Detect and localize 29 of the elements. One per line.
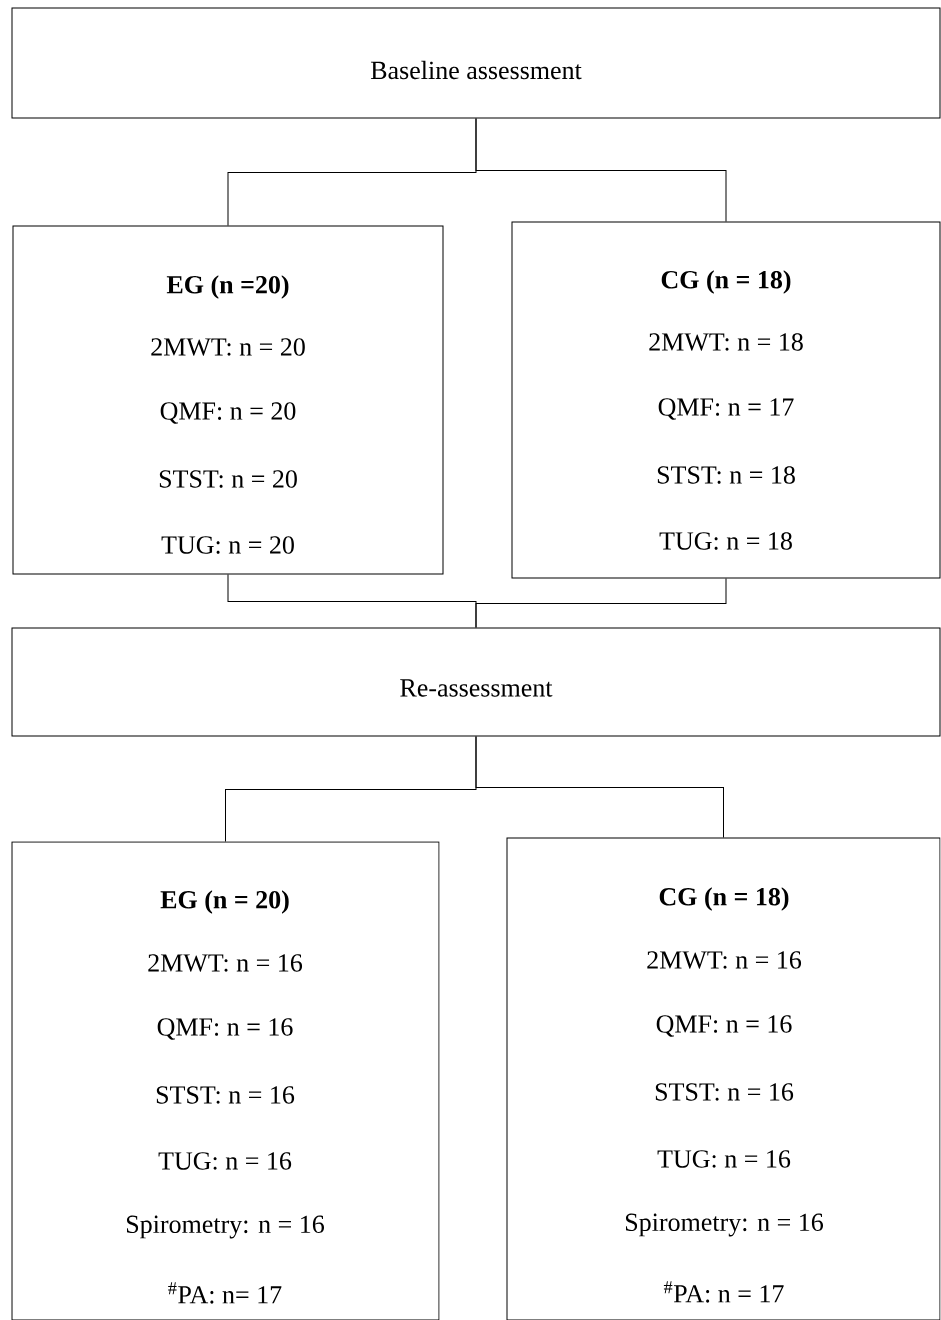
measure-count: QMF: n = 20 (160, 402, 296, 424)
connector-line (475, 118, 727, 222)
measure-count: STST: n = 20 (159, 470, 297, 488)
group-heading: CG (n = 18) (661, 270, 791, 294)
measure-count: Spirometry: n = 16 (126, 1215, 324, 1239)
group-heading: EG (n =20) (166, 275, 289, 299)
measure-count: 2MWT: n = 16 (148, 954, 303, 972)
measure-count: STST: n = 16 (655, 1083, 794, 1101)
stage-label: Baseline assessment (370, 60, 582, 80)
group-heading: EG (n = 20) (160, 890, 289, 914)
measure-count: 2MWT: n = 18 (649, 333, 803, 351)
group-heading: CG (n = 18) (659, 887, 789, 911)
measure-count: 2MWT: n = 16 (647, 951, 802, 969)
measure-count: TUG: n = 18 (659, 532, 792, 550)
measure-count: QMF: n = 17 (658, 398, 794, 420)
measure-count: STST: n = 16 (156, 1086, 295, 1104)
connector-line (475, 736, 724, 838)
measure-count: TUG: n = 16 (657, 1150, 791, 1168)
measure-count: $^{#}$PA: n = 17 (663, 1281, 784, 1303)
connector-line (475, 578, 727, 628)
measure-count: QMF: n = 16 (656, 1015, 792, 1037)
measure-count: TUG: n = 20 (161, 536, 294, 554)
measure-count: Spirometry: n = 16 (625, 1213, 823, 1237)
measure-count: $^{#}$PA: n= 17 (168, 1282, 282, 1304)
measure-count: QMF: n = 16 (157, 1018, 293, 1040)
measure-count: STST: n = 18 (657, 466, 795, 484)
measure-count: TUG: n = 16 (158, 1152, 292, 1170)
measure-count: 2MWT: n = 20 (151, 338, 305, 356)
stage-label: Re-assessment (400, 679, 553, 697)
